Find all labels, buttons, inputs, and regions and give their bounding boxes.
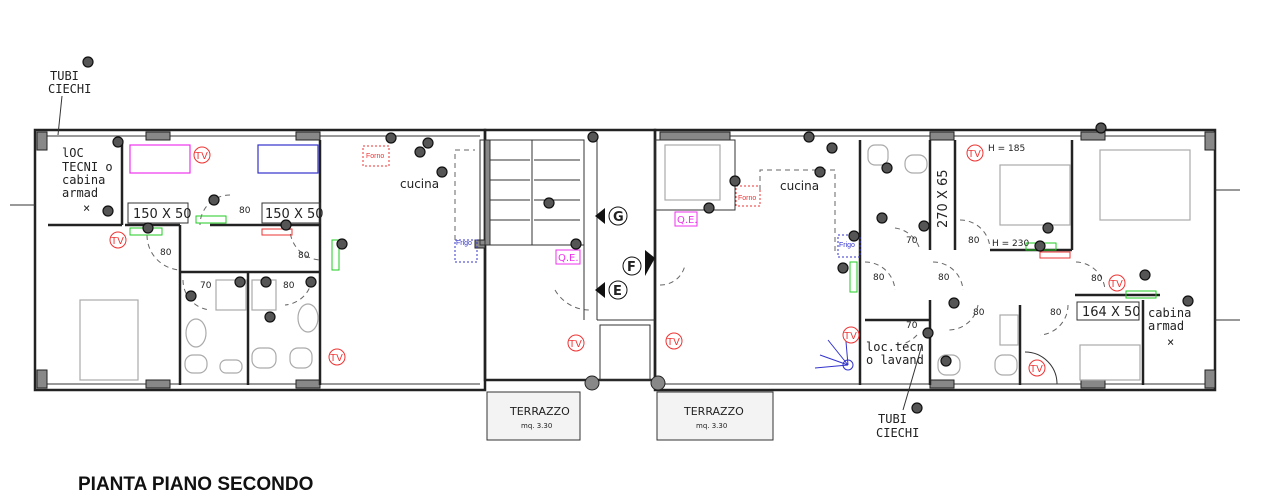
terrace-area: mq. 3.30 <box>521 422 552 430</box>
label-f: F <box>627 260 636 275</box>
label-g: G <box>613 210 624 225</box>
panel-label-left: Q.E. <box>558 253 579 264</box>
door-width: 80 <box>938 273 950 283</box>
tv-label: TV <box>968 149 981 160</box>
marker-f <box>622 256 642 276</box>
oven-label-left: Forno <box>366 153 384 160</box>
interior-walls-left <box>48 140 591 385</box>
tv-label: TV <box>844 331 857 342</box>
kitchen-line-right <box>759 169 836 255</box>
door-width: 70 <box>906 236 918 246</box>
height-185: H = 185 <box>988 144 1025 154</box>
arrow-f-icon <box>645 250 655 276</box>
annotation-pins <box>82 56 1194 414</box>
terraces <box>486 391 774 441</box>
tv-label: TV <box>330 353 343 364</box>
door-width: 80 <box>283 281 295 291</box>
x-mark: × <box>1167 335 1174 349</box>
oven-left <box>362 145 390 167</box>
x-mark: × <box>83 201 90 215</box>
tv-label: TV <box>111 236 124 247</box>
loc-tecnico-label: armad <box>62 186 98 200</box>
door-width: 80 <box>968 236 980 246</box>
cabina-label: armad <box>1148 319 1184 333</box>
terrace-name: TERRAZZO <box>509 405 570 418</box>
loc-tecn-label: loc.tecn <box>866 340 924 354</box>
loc-tecnico-label: cabina <box>62 173 105 187</box>
panel-label-right: Q.E. <box>677 215 698 226</box>
height-230: H = 230 <box>992 239 1029 249</box>
tv-label: TV <box>569 339 582 350</box>
page-title: PIANTA PIANO SECONDO <box>78 474 314 495</box>
fridge-right <box>837 234 861 258</box>
marker-g <box>608 206 628 226</box>
door-width: 70 <box>906 321 918 331</box>
door-width: 80 <box>1091 274 1103 284</box>
outer-walls <box>10 128 1240 392</box>
tv-label: TV <box>667 337 680 348</box>
fridge-left <box>454 239 478 263</box>
door-width: 80 <box>1050 308 1062 318</box>
tubi-ciechi-note: TUBI <box>50 69 79 83</box>
loc-tecnico-label: TECNI o <box>62 160 113 174</box>
door-width: 70 <box>200 281 212 291</box>
label-e: E <box>613 284 622 299</box>
cabina-label: cabina <box>1148 306 1191 320</box>
panel-left <box>555 249 581 265</box>
door-width: 80 <box>239 206 251 216</box>
arrow-g-icon <box>595 208 605 224</box>
tv-label: TV <box>1030 364 1043 375</box>
door-width: 80 <box>873 273 885 283</box>
door-width: 80 <box>160 248 172 258</box>
wardrobe-size-1: 150 X 50 <box>133 207 192 222</box>
tv-markers <box>109 144 1126 377</box>
tv-label: TV <box>1110 279 1123 290</box>
door-width: 80 <box>298 251 310 261</box>
kitchen-label-left: cucina <box>400 177 439 191</box>
wardrobe-size-right: 164 X 50 <box>1082 305 1141 320</box>
arrow-e-icon <box>595 282 605 298</box>
loc-tecnico-label: lOC <box>62 146 84 160</box>
wardrobe-size-2: 150 X 50 <box>265 207 324 222</box>
terrace-name: TERRAZZO <box>683 405 744 418</box>
light-point-icon <box>814 329 854 371</box>
tubi-ciechi-note: TUBI <box>878 412 907 426</box>
terrace-area: mq. 3.30 <box>696 422 727 430</box>
tv-label: TV <box>195 151 208 162</box>
kitchen-line-left <box>454 149 475 240</box>
oven-right <box>735 185 761 207</box>
tubi-ciechi-note: CIECHI <box>876 426 919 440</box>
tubi-ciechi-note: CIECHI <box>48 82 91 96</box>
panel-right <box>674 211 698 227</box>
marker-e <box>608 280 628 300</box>
door-width: 80 <box>973 308 985 318</box>
oven-label-right: Forno <box>738 195 756 202</box>
loc-tecn-label: o lavand <box>866 353 924 367</box>
kitchen-label-right: cucina <box>780 179 819 193</box>
fridge-label-left: Frigo <box>456 240 472 247</box>
closet-size: 270 X 65 <box>936 169 951 228</box>
room-labels: TUBI CIECHI TUBI CIECHI lOC TECNI o cabi… <box>48 69 1191 440</box>
fridge-label-right: Frigo <box>839 242 855 249</box>
